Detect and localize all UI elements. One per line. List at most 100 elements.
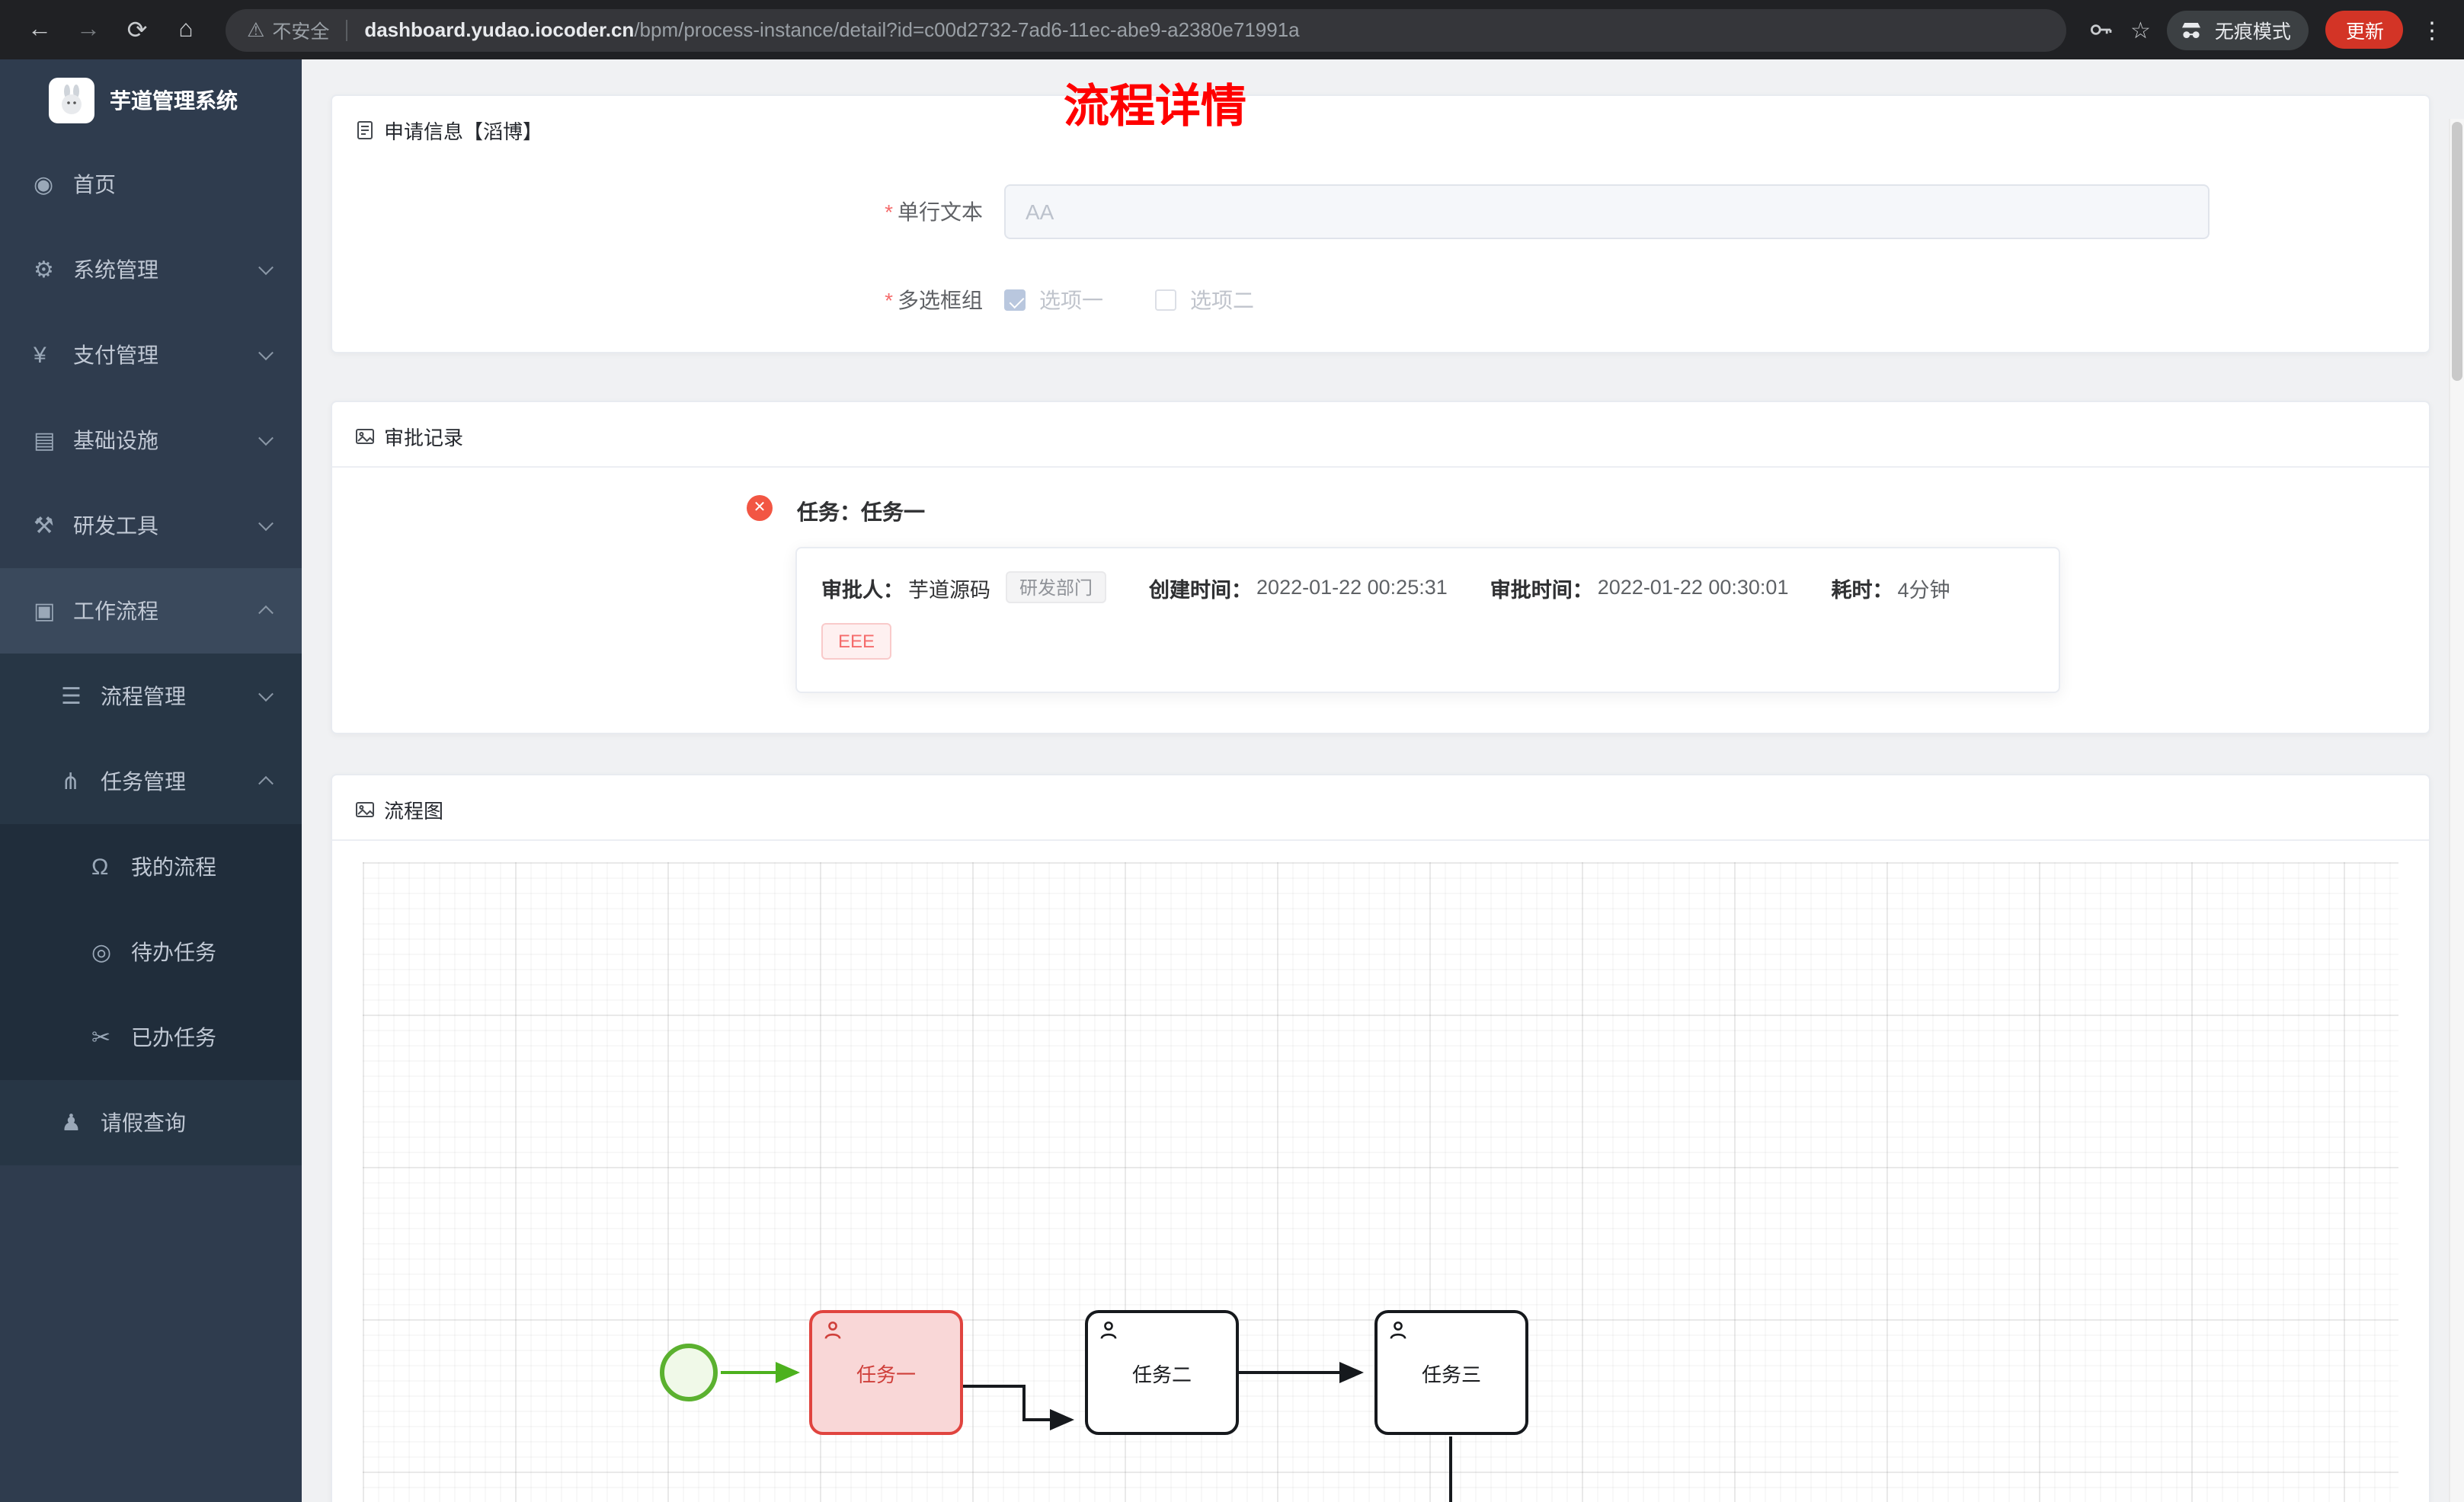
menu-kebab-icon[interactable]: ⋮ [2421,16,2443,43]
required-asterisk: * [885,288,893,312]
incognito-badge: 无痕模式 [2167,10,2309,50]
sidebar-item-label: 支付管理 [73,343,158,367]
chevron-down-icon [258,430,274,446]
checkbox-checked-icon[interactable] [1004,289,1026,311]
user-task-icon [1099,1321,1118,1345]
forward-icon: → [76,16,101,42]
diagram-icon [355,800,375,820]
list-icon: ☰ [61,684,82,710]
sidebar-item-my-process[interactable]: Ω 我的流程 [0,824,302,909]
main-content: 流程详情 申请信息【滔博】 *单行文本 AA *多选框组 [302,59,2464,1502]
field-label: *单行文本 [332,197,1004,227]
app-logo[interactable]: 芋道管理系统 [0,59,302,142]
sidebar-item-system[interactable]: ⚙ 系统管理 [0,227,302,312]
eye-icon: ◎ [91,940,112,966]
bpmn-canvas[interactable]: 任务一 任务二 [363,862,2398,1502]
home-button[interactable]: ⌂ [165,8,207,51]
edge-task1-to-task2 [963,1385,1074,1430]
address-bar[interactable]: ⚠ 不安全 dashboard.yudao.iocoder.cn/bpm/pro… [226,8,2066,51]
sidebar-item-devtools[interactable]: ⚒ 研发工具 [0,483,302,568]
approver-label: 审批人： [821,578,904,601]
approver-name: 芋道源码 [908,578,990,601]
sidebar-item-label: 系统管理 [73,257,158,282]
task-title: 任务：任务一 [797,500,925,524]
approver-segment: 审批人： 芋道源码 研发部门 [821,571,1107,603]
sidebar-item-done-tasks[interactable]: ✂ 已办任务 [0,995,302,1080]
url-text: dashboard.yudao.iocoder.cn/bpm/process-i… [364,18,1299,41]
scrollbar-thumb[interactable] [2452,122,2462,381]
checkbox-option-2[interactable]: 选项二 [1155,285,1254,315]
sidebar-item-infrastructure[interactable]: ▤ 基础设施 [0,398,302,483]
page-title: 流程详情 [1064,82,1246,133]
flow-card-header: 流程图 [332,775,2429,841]
task-label: 任务一 [856,1363,916,1385]
reload-icon: ⟳ [126,18,148,43]
warning-icon: ⚠ [247,18,265,40]
input-value: AA [1026,200,1054,224]
sidebar-item-workflow[interactable]: ▣ 工作流程 [0,568,302,654]
apply-card-header: 申请信息【滔博】 [332,96,2429,160]
duration-value: 4分钟 [1897,578,1950,601]
checkbox-label: 选项二 [1190,288,1254,312]
logo-avatar [49,78,94,123]
task-node-2[interactable]: 任务二 [1085,1310,1239,1435]
security-label[interactable]: 不安全 [272,21,330,43]
audit-card-title: 审批记录 [384,427,464,449]
task-node-3[interactable]: 任务三 [1374,1310,1528,1435]
scissors-icon: ✂ [91,1025,111,1051]
document-icon [355,120,375,140]
incognito-icon [2182,22,2201,37]
checkbox-option-1[interactable]: 选项一 [1004,285,1103,315]
forward-button[interactable]: → [67,8,110,51]
audit-time-segment: 审批时间： 2022-01-22 00:30:01 [1490,572,1789,602]
audit-time-value: 2022-01-22 00:30:01 [1597,576,1789,599]
field1-label: 单行文本 [898,200,983,224]
form-row-checkbox: *多选框组 选项一 选项二 [332,285,2429,315]
sidebar-item-payment[interactable]: ¥ 支付管理 [0,312,302,398]
sidebar-item-label: 已办任务 [131,1025,216,1050]
sidebar-item-home[interactable]: ◉ 首页 [0,142,302,227]
sidebar-item-leave-query[interactable]: ♟ 请假查询 [0,1080,302,1165]
bookmark-star-icon[interactable]: ☆ [2130,16,2151,43]
briefcase-icon: ▣ [34,599,56,625]
task-label: 任务三 [1421,1363,1481,1385]
sidebar-item-task-management[interactable]: ⋔ 任务管理 [0,739,302,824]
duration-label: 耗时： [1831,578,1893,601]
task-node-1[interactable]: 任务一 [809,1310,963,1435]
checkbox-unchecked-icon[interactable] [1155,289,1176,311]
approval-detail-card: 审批人： 芋道源码 研发部门 创建时间： 2022-01-22 00:25:31… [795,547,2060,693]
headset-icon: Ω [91,854,109,880]
audit-card-header: 审批记录 [332,402,2429,468]
record-icon [355,427,375,446]
approval-detail-row: 审批人： 芋道源码 研发部门 创建时间： 2022-01-22 00:25:31… [821,571,2034,603]
chevron-down-icon [258,260,274,276]
single-line-text-input[interactable]: AA [1004,184,2210,239]
key-icon[interactable] [2088,17,2114,43]
start-event-node[interactable] [660,1344,718,1401]
sidebar-item-todo-tasks[interactable]: ◎ 待办任务 [0,909,302,995]
home-icon: ⌂ [178,16,194,42]
sidebar-item-label: 请假查询 [101,1111,186,1135]
toolbar-right: ☆ 无痕模式 更新 ⋮ [2088,10,2443,50]
chevron-down-icon [258,345,274,361]
update-label: 更新 [2345,21,2384,43]
tools-icon: ⚒ [34,513,54,539]
scrollbar[interactable] [2449,119,2464,1502]
apply-info-card: 申请信息【滔博】 *单行文本 AA *多选框组 选项一 选项二 [331,94,2430,353]
rejected-status-icon: ✕ [747,495,773,521]
create-time-label: 创建时间： [1149,578,1253,601]
apply-card-title: 申请信息【滔博】 [384,120,543,143]
task-label: 任务二 [1131,1363,1192,1385]
reload-button[interactable]: ⟳ [116,8,158,51]
kebab-glyph: ⋮ [2420,18,2443,43]
sidebar-item-label: 基础设施 [73,428,158,452]
sidebar-item-label: 首页 [73,172,116,197]
user-task-icon [1388,1321,1408,1345]
back-icon: ← [27,16,52,42]
audit-record-card: 审批记录 ✕ 任务：任务一 审批人： 芋道源码 研发部门 创建时间： 2022-… [331,401,2430,734]
update-button[interactable]: 更新 [2325,11,2404,49]
back-button[interactable]: ← [18,8,61,51]
create-time-segment: 创建时间： 2022-01-22 00:25:31 [1149,572,1448,602]
sidebar-item-process-management[interactable]: ☰ 流程管理 [0,654,302,739]
gear-icon: ⚙ [34,257,54,283]
